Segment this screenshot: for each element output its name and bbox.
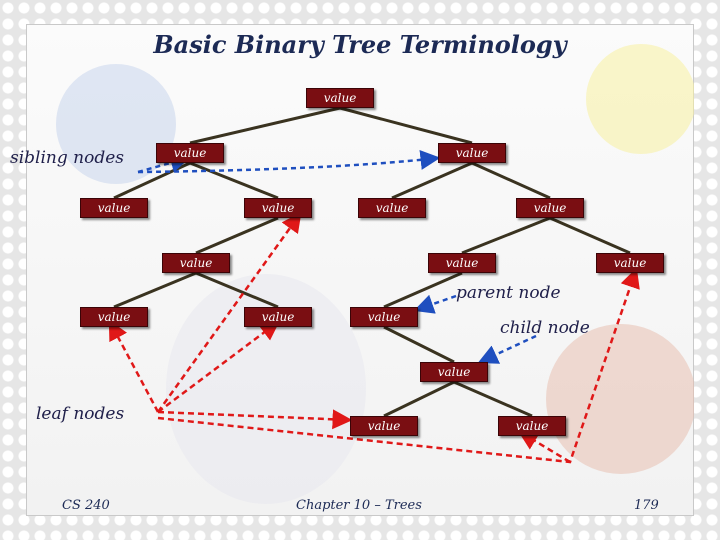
tree-node-n4: value xyxy=(244,198,312,218)
leaf-pointer xyxy=(157,409,353,430)
sibling-nodes-label: sibling nodes xyxy=(10,148,125,168)
decor-blob xyxy=(56,64,176,184)
tree-node-n6: value xyxy=(516,198,584,218)
footer-course: CS 240 xyxy=(62,498,110,513)
tree-node-n7: value xyxy=(162,253,230,273)
tree-edge xyxy=(195,271,279,309)
tree-node-n12: value xyxy=(350,307,418,327)
child-node-label: child node xyxy=(500,318,590,338)
leaf-pointer xyxy=(108,319,160,413)
tree-edge xyxy=(383,271,463,309)
parent-node-label: parent node xyxy=(456,283,561,303)
tree-node-n8: value xyxy=(428,253,496,273)
footer-chapter: Chapter 10 – Trees xyxy=(296,498,422,513)
sibling-pointer xyxy=(137,149,441,174)
tree-node-n3: value xyxy=(80,198,148,218)
leaf-pointer xyxy=(156,211,302,413)
tree-node-n2: value xyxy=(438,143,506,163)
tree-edge xyxy=(339,106,473,145)
tree-node-n14: value xyxy=(350,416,418,436)
tree-edge xyxy=(195,216,279,255)
tree-edge xyxy=(471,161,551,200)
tree-edge xyxy=(391,161,473,200)
parent-pointer xyxy=(413,294,457,314)
tree-edge xyxy=(549,216,631,255)
tree-edge xyxy=(189,106,341,145)
footer-page-number: 179 xyxy=(634,498,659,513)
tree-node-n5: value xyxy=(358,198,426,218)
child-pointer xyxy=(477,334,537,364)
tree-node-n11: value xyxy=(244,307,312,327)
tree-edge xyxy=(461,216,551,255)
tree-edge xyxy=(113,161,191,200)
tree-edge xyxy=(383,325,455,364)
decor-blob xyxy=(546,324,694,474)
tree-node-n0: value xyxy=(306,88,374,108)
tree-node-n15: value xyxy=(498,416,566,436)
decor-blob xyxy=(586,44,694,154)
tree-node-n13: value xyxy=(420,362,488,382)
tree-edge xyxy=(189,161,279,200)
tree-node-n1: value xyxy=(156,143,224,163)
slide-title: Basic Binary Tree Terminology xyxy=(153,30,567,59)
tree-node-n9: value xyxy=(596,253,664,273)
tree-edge xyxy=(453,380,533,418)
tree-edge xyxy=(383,380,455,418)
tree-node-n10: value xyxy=(80,307,148,327)
leaf-nodes-label: leaf nodes xyxy=(36,404,125,424)
tree-edge xyxy=(113,271,197,309)
leaf-pointer xyxy=(157,320,280,413)
